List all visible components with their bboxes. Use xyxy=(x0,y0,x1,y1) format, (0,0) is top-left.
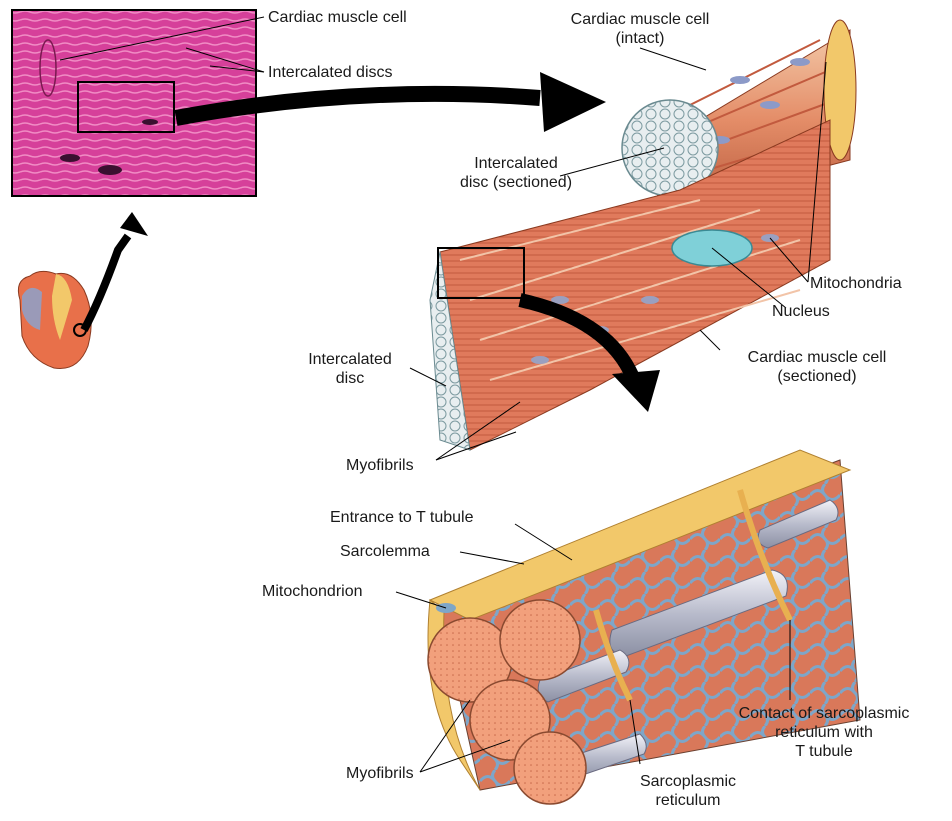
myofibril-cross-section xyxy=(514,732,586,804)
label-intercalated-disc: Intercalated disc xyxy=(290,350,410,388)
label-line: Sarcoplasmic xyxy=(628,772,748,791)
label-line: Intercalated xyxy=(456,154,576,173)
heart-illustration xyxy=(18,271,91,368)
label-line: Intercalated xyxy=(290,350,410,369)
heart-to-micrograph-arrow xyxy=(84,236,128,330)
label-contact-sr-t-tubule: Contact of sarcoplasmic reticulum with T… xyxy=(714,704,934,761)
label-cardiac-cell-intact: Cardiac muscle cell (intact) xyxy=(560,10,720,48)
label-line: (intact) xyxy=(560,29,720,48)
label-line: disc (sectioned) xyxy=(456,173,576,192)
leader-line xyxy=(460,552,524,564)
label-intercalated-disc-sectioned: Intercalated disc (sectioned) xyxy=(456,154,576,192)
label-myofibrils-middle: Myofibrils xyxy=(346,456,414,475)
label-cardiac-cell-sectioned: Cardiac muscle cell (sectioned) xyxy=(722,348,912,386)
label-line: Contact of sarcoplasmic xyxy=(714,704,934,723)
label-line: Cardiac muscle cell xyxy=(560,10,720,29)
label-line: (sectioned) xyxy=(722,367,912,386)
label-mitochondria: Mitochondria xyxy=(810,274,902,293)
myofibril-cross-section xyxy=(500,600,580,680)
label-intercalated-discs: Intercalated discs xyxy=(268,63,393,82)
label-sarcolemma: Sarcolemma xyxy=(340,542,430,561)
label-nucleus: Nucleus xyxy=(772,302,830,321)
label-cardiac-muscle-cell: Cardiac muscle cell xyxy=(268,8,407,27)
leader-line xyxy=(640,48,706,70)
label-line: reticulum with xyxy=(714,723,934,742)
label-sarcoplasmic-reticulum: Sarcoplasmic reticulum xyxy=(628,772,748,810)
leader-line xyxy=(700,330,720,350)
label-line: reticulum xyxy=(628,791,748,810)
label-mitochondrion: Mitochondrion xyxy=(262,582,363,601)
label-entrance-t-tubule: Entrance to T tubule xyxy=(330,508,474,527)
label-line: Cardiac muscle cell xyxy=(722,348,912,367)
label-line: T tubule xyxy=(714,742,934,761)
label-myofibrils-bottom: Myofibrils xyxy=(346,764,414,783)
label-line: disc xyxy=(290,369,410,388)
